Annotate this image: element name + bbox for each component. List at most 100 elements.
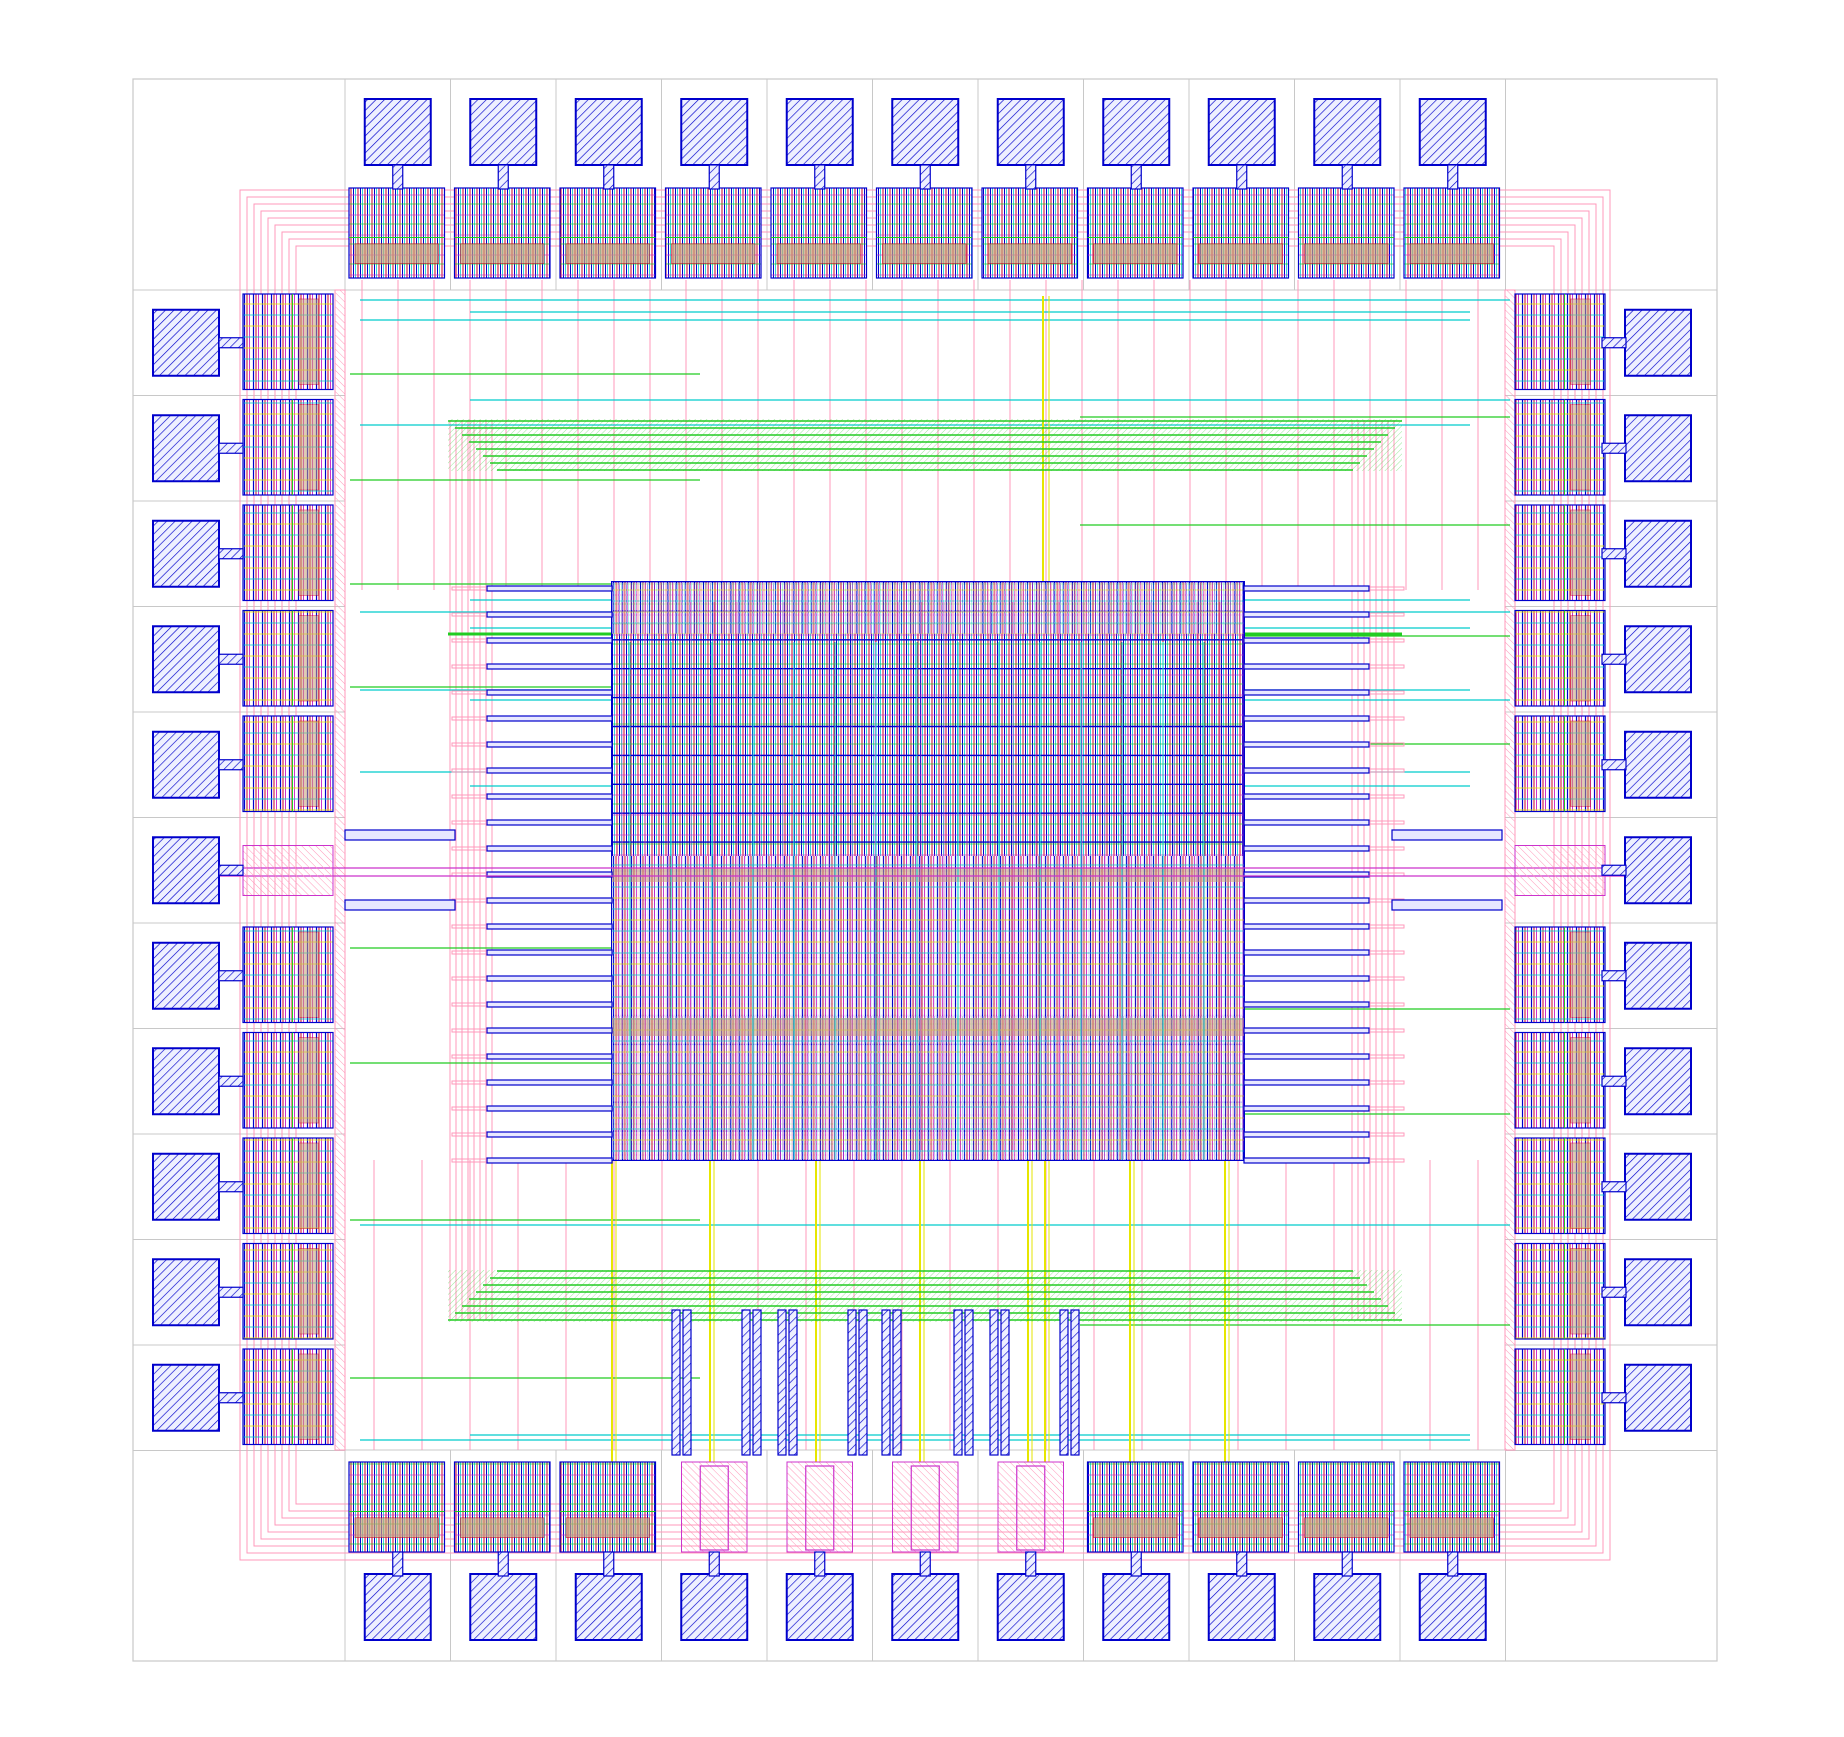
core-wire-left	[486, 663, 613, 670]
bond-pad-top	[363, 98, 432, 166]
io-cell-body	[1514, 398, 1606, 496]
pad-neck	[1447, 164, 1459, 190]
io-cell-diffusion	[1570, 1353, 1592, 1440]
pad-neck	[218, 1286, 244, 1298]
bond-pad-top	[574, 98, 643, 166]
pad-neck	[1601, 548, 1627, 560]
pad-neck	[218, 337, 244, 349]
bond-pad-right	[1624, 730, 1692, 799]
via-stack	[451, 898, 487, 903]
chip-boundary	[132, 78, 1718, 1662]
io-cell-diffusion	[1304, 1517, 1389, 1539]
io-cell-right	[1514, 398, 1606, 496]
pad-neck	[497, 164, 509, 190]
io-cell-body	[770, 187, 868, 279]
io-cell-diffusion	[460, 1517, 545, 1539]
bond-pad-right	[1624, 1152, 1692, 1221]
pad-neck	[1025, 164, 1037, 190]
io-cell-diffusion	[298, 1353, 319, 1440]
io-cell-body	[242, 504, 334, 602]
column-driver	[671, 1309, 681, 1456]
bond-pad-left	[152, 1258, 220, 1327]
via-stack	[451, 690, 487, 695]
io-cell-bottom-special	[681, 1461, 748, 1553]
io-cell-diffusion	[1093, 243, 1178, 265]
bond-pad-top	[1418, 98, 1487, 166]
pad-neck	[1601, 1286, 1627, 1298]
pad-neck	[218, 1075, 244, 1087]
io-cell-body	[242, 398, 334, 496]
io-cell-diffusion	[1570, 615, 1592, 702]
bond-pad-left	[152, 625, 220, 694]
core-block-top	[612, 582, 1244, 634]
core-wire-right	[1243, 767, 1370, 774]
ring-bar-left	[334, 289, 346, 1451]
via-stack	[451, 638, 487, 643]
pad-neck	[919, 1551, 931, 1577]
io-cell-diffusion	[1198, 1517, 1283, 1539]
core-wire-right	[1243, 1157, 1370, 1164]
via-stack	[451, 716, 487, 721]
io-cell-top	[981, 187, 1079, 279]
io-cell-diffusion	[671, 243, 756, 265]
io-cell-body	[242, 1031, 334, 1129]
io-cell-left	[242, 1348, 334, 1446]
bond-pad-bottom	[363, 1573, 432, 1641]
pad-neck	[1130, 1551, 1142, 1577]
pad-neck	[497, 1551, 509, 1577]
core-diff-strip	[612, 868, 1244, 882]
bond-pad-right	[1624, 308, 1692, 377]
io-cell-body	[1403, 187, 1501, 279]
esd-structure-right	[1514, 845, 1606, 896]
io-cell-right	[1514, 715, 1606, 813]
pad-neck	[1601, 442, 1627, 454]
io-cell-right	[1514, 1031, 1606, 1129]
pad-neck	[1025, 1551, 1037, 1577]
via-stack	[1369, 664, 1405, 669]
io-cell-right	[1514, 926, 1606, 1024]
core-wire-left	[486, 793, 613, 800]
bond-pad-left	[152, 1363, 220, 1432]
pad-neck	[1601, 759, 1627, 771]
io-cell-top	[1192, 187, 1290, 279]
io-cell-diffusion	[298, 615, 319, 702]
core-wire-left	[486, 689, 613, 696]
io-cell-bottom	[559, 1461, 657, 1553]
pad-neck	[708, 164, 720, 190]
core-wire-left	[486, 767, 613, 774]
io-cell-diffusion	[1570, 404, 1592, 491]
io-cell-left	[242, 1031, 334, 1129]
io-cell-diffusion	[298, 298, 319, 385]
power-bus-bottom	[448, 1270, 1402, 1322]
core-wire-left	[486, 1079, 613, 1086]
core-wire-right	[1243, 585, 1370, 592]
pad-neck	[392, 1551, 404, 1577]
pad-neck	[1341, 1551, 1353, 1577]
pad-neck	[1601, 1181, 1627, 1193]
bond-pad-bottom	[1313, 1573, 1382, 1641]
io-cell-right	[1514, 609, 1606, 707]
bond-pad-top	[996, 98, 1065, 166]
io-cell-body	[242, 715, 334, 813]
io-cell-bottom	[1086, 1461, 1184, 1553]
io-cell-body	[348, 1461, 446, 1553]
via-stack	[451, 1158, 487, 1163]
column-driver	[858, 1309, 868, 1456]
bond-pad-left	[152, 836, 220, 905]
bond-pad-left	[152, 730, 220, 799]
io-cell-diffusion	[1570, 1248, 1592, 1335]
via-stack	[451, 1002, 487, 1007]
io-cell-body	[242, 1242, 334, 1340]
bond-pad-left	[152, 1047, 220, 1116]
pad-neck	[1601, 653, 1627, 665]
pad-neck	[218, 653, 244, 665]
bond-pad-top	[1207, 98, 1276, 166]
pad-neck	[218, 1392, 244, 1404]
column-driver	[989, 1309, 999, 1456]
pad-neck	[218, 759, 244, 771]
bond-pad-bottom	[574, 1573, 643, 1641]
via-stack	[451, 612, 487, 617]
io-cell-body	[559, 1461, 657, 1553]
core-wire-right	[1243, 949, 1370, 956]
io-cells	[242, 187, 1606, 1553]
